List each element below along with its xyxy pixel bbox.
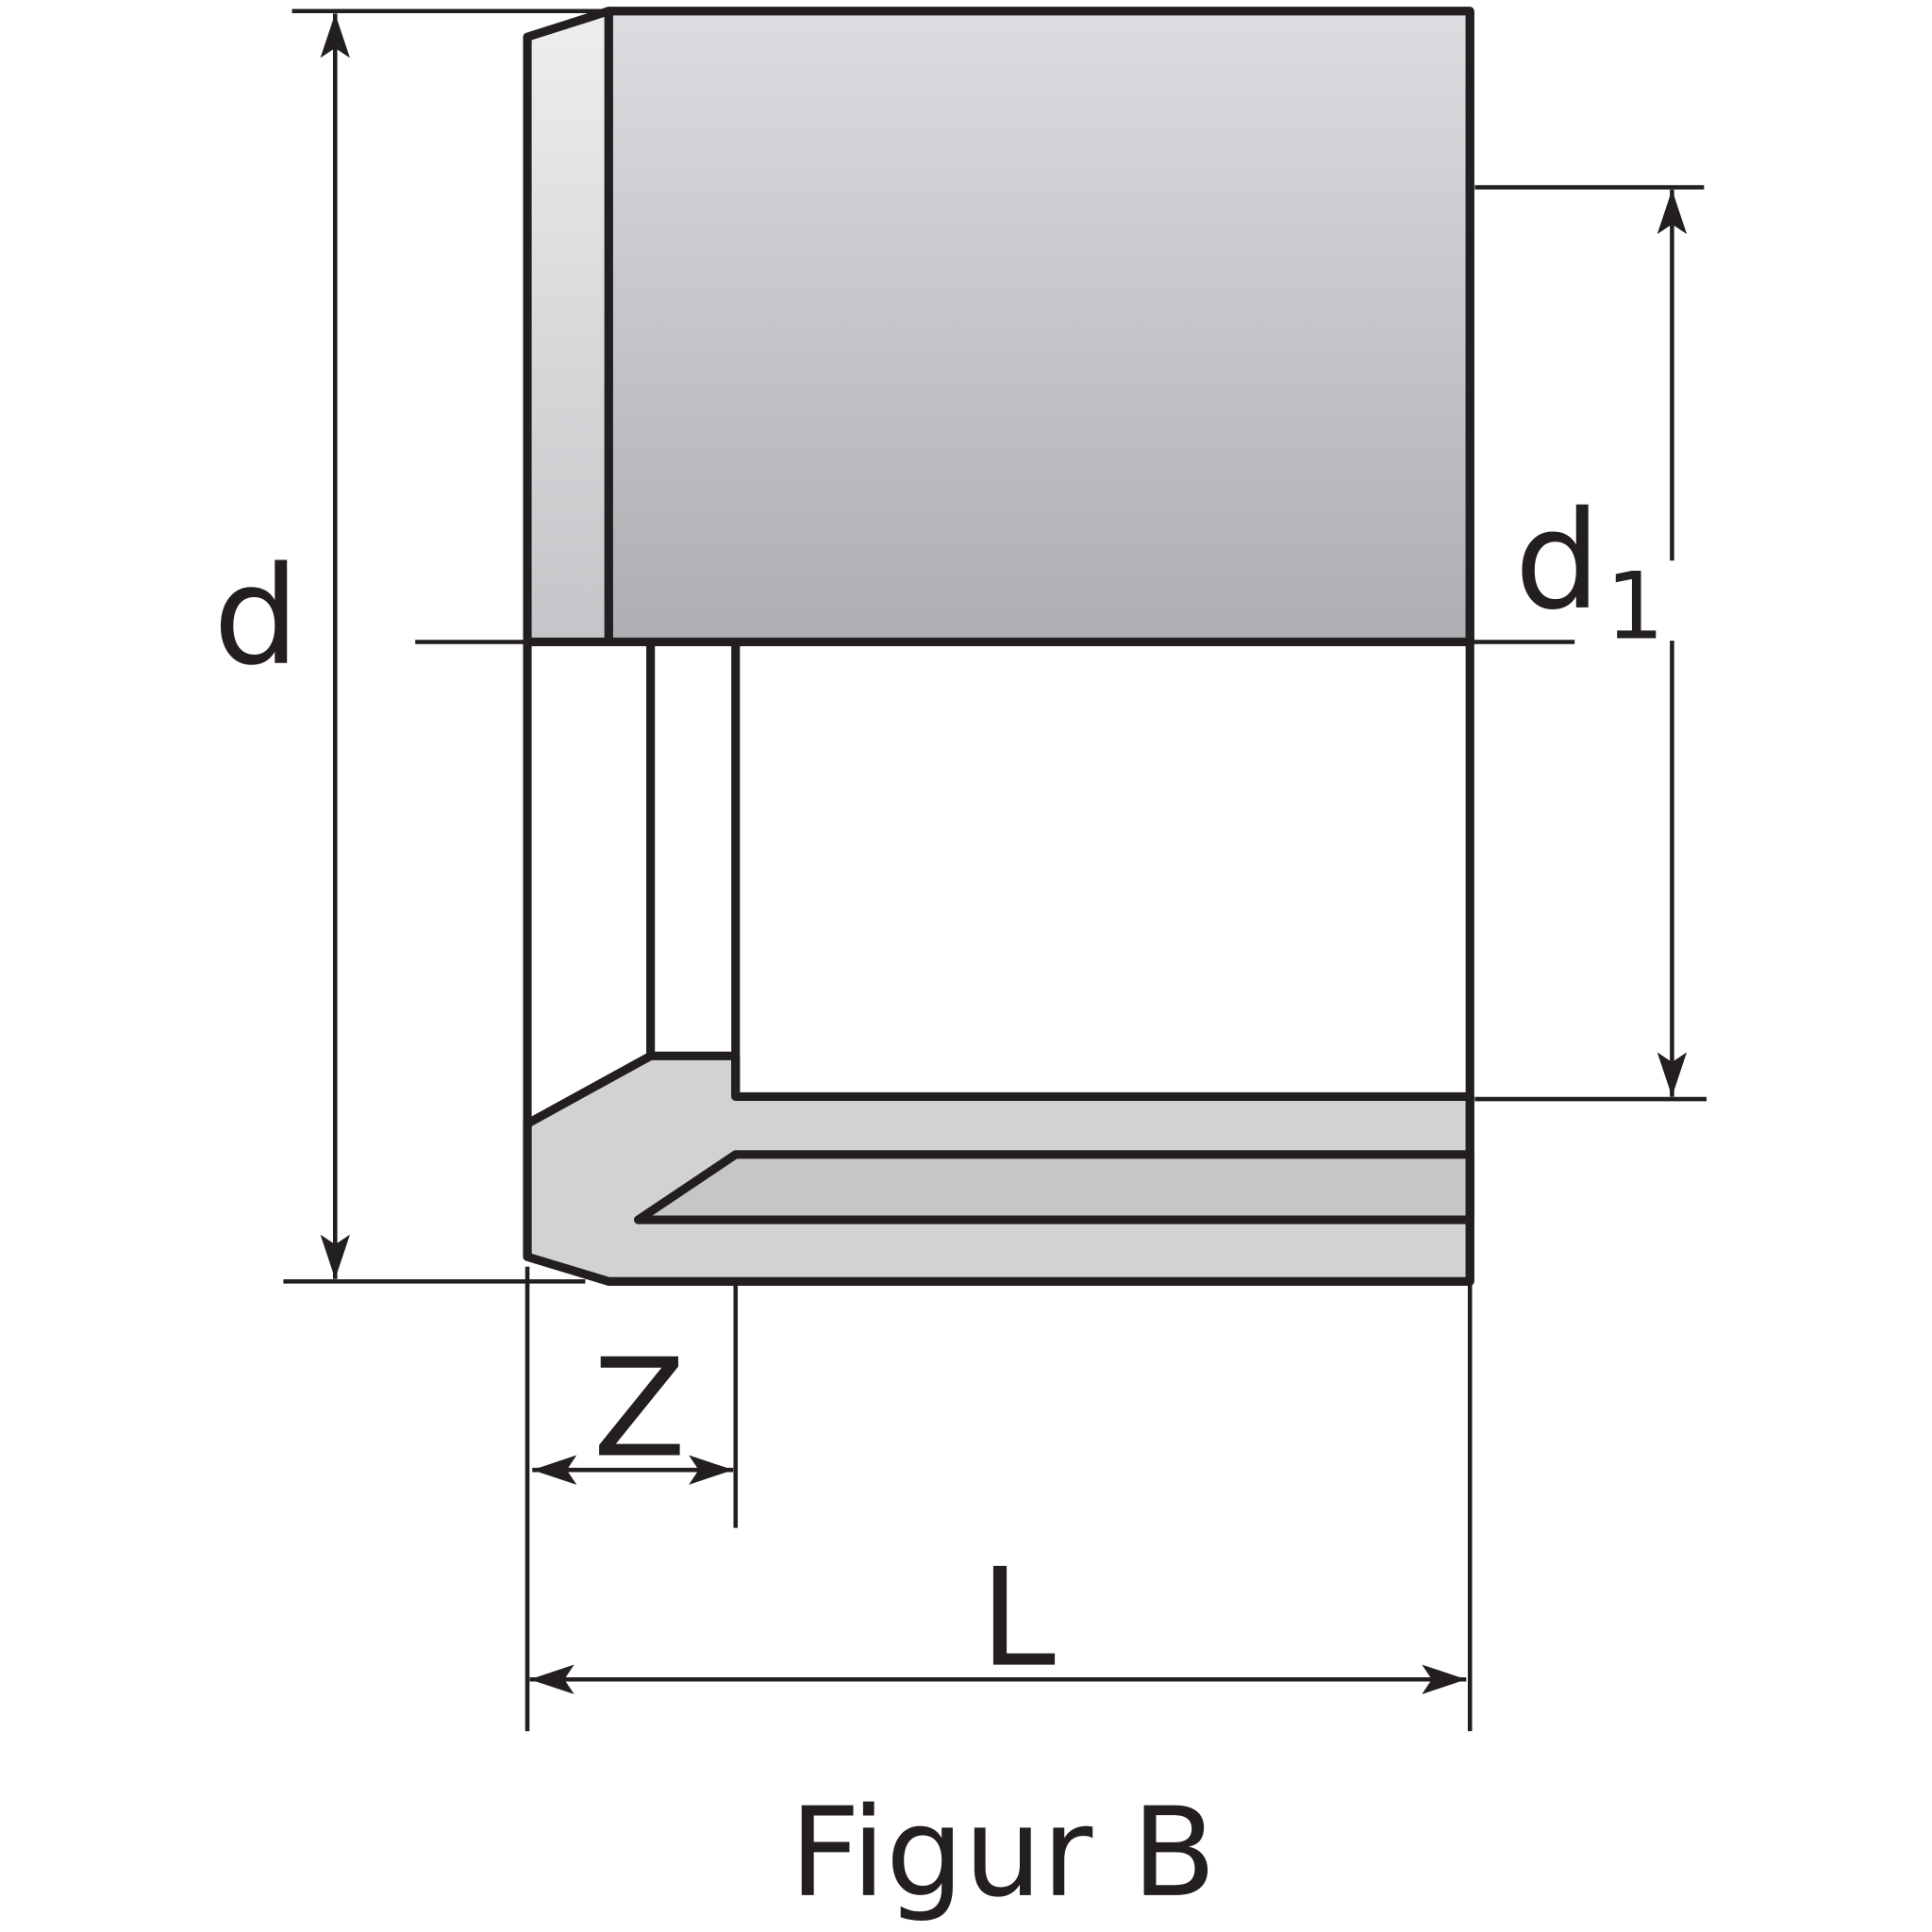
upper-section xyxy=(604,7,1474,647)
d1-label-background xyxy=(1639,560,1676,641)
label-d: d xyxy=(213,538,299,695)
label-d1: d1 xyxy=(1515,482,1665,661)
groove xyxy=(634,1150,1474,1224)
figure-caption: Figur B xyxy=(790,1781,1216,1924)
upper-chamfer xyxy=(523,7,613,647)
pipe-fitting-body xyxy=(523,7,1474,1286)
label-l: L xyxy=(980,1540,1056,1697)
label-d1-main: d xyxy=(1515,482,1601,640)
dimension-lines xyxy=(283,8,1707,1732)
label-d1-sub: 1 xyxy=(1606,554,1664,661)
label-z: Z xyxy=(593,1330,686,1488)
